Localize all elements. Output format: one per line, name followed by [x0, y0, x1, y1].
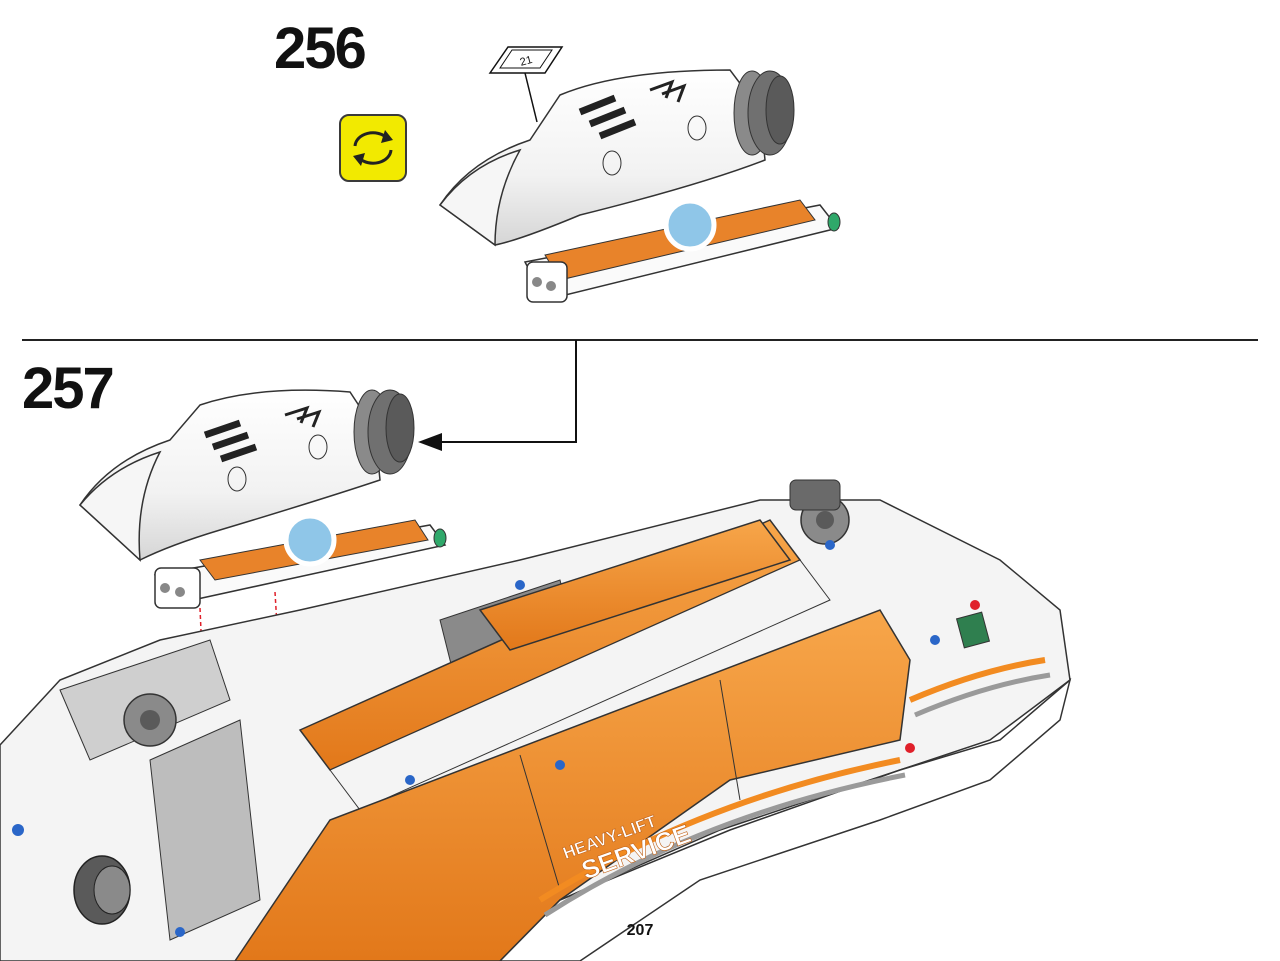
step-divider — [22, 339, 1258, 341]
page-number: 207 — [626, 922, 654, 939]
part-callout-label: 21 — [519, 54, 534, 69]
part-callout-tag: 21 — [488, 46, 564, 123]
step-number-256: 256 — [274, 16, 367, 81]
helicopter-body: HEAVY-LIFT SERVICE — [0, 479, 1072, 961]
rotate-model-icon — [339, 114, 407, 182]
step-257-insert-arrow — [418, 340, 577, 451]
step-257-engine-nacelle — [78, 389, 447, 609]
step-256-engine-nacelle — [438, 69, 841, 303]
step-number-257: 257 — [22, 356, 115, 421]
